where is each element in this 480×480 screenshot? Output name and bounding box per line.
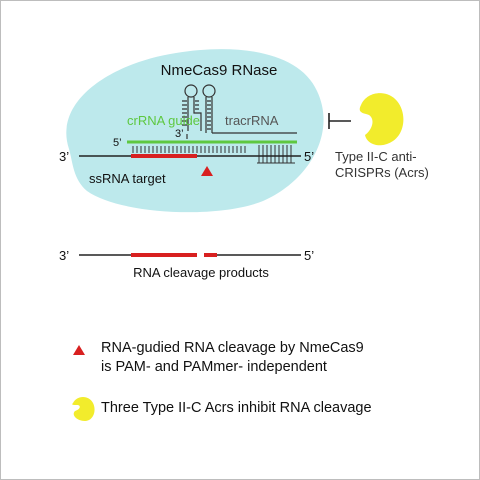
target-label: ssRNA target [89, 171, 166, 186]
guide-5prime-label: 5’ [113, 137, 122, 149]
cleavage-site-marker [201, 166, 213, 176]
cleavage-gap [197, 249, 204, 261]
inhibition-symbol [328, 113, 351, 129]
legend-acr-icon [72, 397, 95, 421]
guide-target-pairing [132, 146, 246, 153]
inhibitor-label-line1: Type II-C anti- [335, 149, 417, 164]
tracr-rna-structure [182, 84, 297, 139]
acr-protein-shape [359, 93, 404, 146]
guide-label: crRNA guide [127, 113, 200, 128]
cas9-blob [66, 49, 324, 213]
target-5prime-label: 5’ [304, 149, 314, 164]
inhibitor-label-line2: CRISPRs (Acrs) [335, 165, 429, 180]
legend-cleavage-marker [73, 345, 85, 355]
product-5prime-label: 5’ [304, 248, 314, 263]
tracr-label: tracrRNA [225, 113, 279, 128]
tracr-base-pairs [257, 145, 295, 164]
products-label: RNA cleavage products [133, 265, 269, 280]
enzyme-label: NmeCas9 RNase [161, 62, 278, 79]
target-3prime-label: 3’ [59, 149, 69, 164]
product-3prime-label: 3’ [59, 248, 69, 263]
tracr-3prime-label: 3’ [175, 128, 184, 140]
